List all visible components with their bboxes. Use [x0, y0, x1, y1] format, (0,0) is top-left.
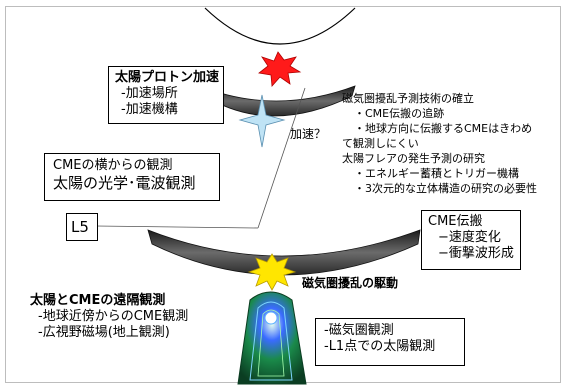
- solar-proton-box: 太陽プロトン加速 -加速場所 -加速機構: [108, 66, 224, 124]
- solar-proton-item: -加速機構: [121, 102, 178, 117]
- magnetosphere-prediction-block: 磁気圏擾乱予測技術の確立 ・CME伝搬の追跡 ・地球方向に伝搬するCMEはきわめ…: [342, 91, 537, 196]
- cme-propagation-title: CME伝搬: [428, 214, 483, 229]
- side-observation-line: 太陽の光学･電波観測: [53, 174, 196, 192]
- acceleration-star-icon: [238, 94, 286, 148]
- prediction-line: ・地球方向に伝搬するCMEはきわめ: [354, 122, 533, 135]
- solar-proton-item: -加速場所: [121, 86, 178, 101]
- cme-propagation-item: −速度変化: [438, 230, 501, 245]
- magnetosphere-observation-box: -磁気圏観測 -L1点での太陽観測: [315, 318, 465, 366]
- impact-star-icon: [247, 253, 297, 291]
- magnetosphere-graphic: [237, 291, 307, 385]
- flare-line: ・エネルギー蓄積とトリガー機構: [354, 167, 519, 180]
- prediction-heading: 磁気圏擾乱予測技術の確立: [342, 92, 474, 105]
- l5-connector-line: [257, 87, 306, 229]
- outer-cme-arc: [147, 229, 421, 276]
- flare-heading: 太陽フレアの発生予測の研究: [342, 152, 485, 165]
- l5-horizontal-line: [95, 225, 259, 229]
- flare-star-icon: [258, 51, 302, 87]
- acceleration-label: 加速？: [290, 127, 327, 141]
- l5-box: L5: [66, 213, 98, 241]
- earth-icon: [264, 311, 278, 325]
- l5-label: L5: [71, 218, 89, 236]
- prediction-line: ・CME伝搬の追跡: [354, 107, 445, 120]
- inner-cme-arc: [199, 85, 356, 117]
- cme-propagation-item: −衝撃波形成: [438, 246, 514, 261]
- magnetosphere-observation-item: -L1点での太陽観測: [324, 339, 436, 354]
- remote-observation-item: -地球近傍からのCME観測: [38, 309, 189, 324]
- prediction-line: て観測しにくい: [342, 137, 419, 150]
- flare-line: ・3次元的な立体構造の研究の必要性: [354, 182, 537, 195]
- solar-proton-title: 太陽プロトン加速: [115, 70, 220, 85]
- side-observation-box: CMEの横からの観測 太陽の光学･電波観測: [44, 153, 220, 201]
- cme-propagation-box: CME伝搬 −速度変化 −衝撃波形成: [421, 210, 521, 270]
- remote-observation-title: 太陽とCMEの遠隔観測: [30, 293, 166, 308]
- magnetosphere-observation-item: -磁気圏観測: [324, 323, 394, 338]
- side-observation-line: CMEの横からの観測: [53, 158, 173, 173]
- remote-observation-block: 太陽とCMEの遠隔観測 -地球近傍からのCME観測 -広視野磁場(地上観測): [30, 293, 188, 341]
- sun-outline: [204, 7, 356, 45]
- remote-observation-item: -広視野磁場(地上観測): [38, 325, 170, 340]
- magnetosphere-drive-label: 磁気圏擾乱の駆動: [302, 276, 399, 290]
